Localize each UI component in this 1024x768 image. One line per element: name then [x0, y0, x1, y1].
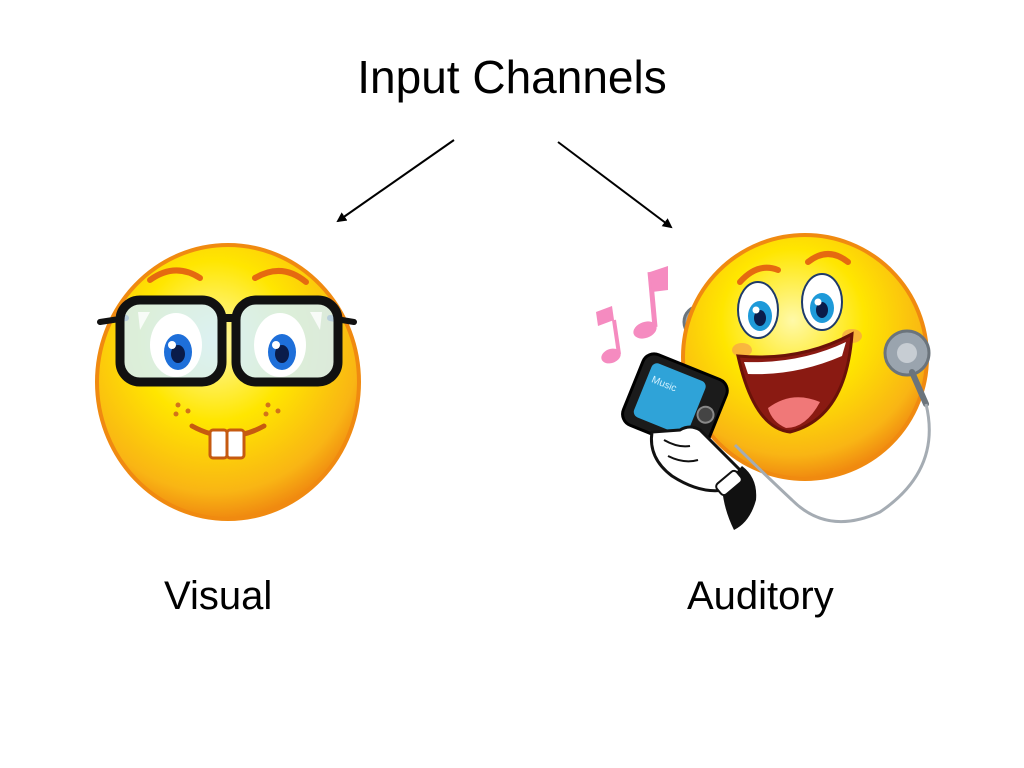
diagram-title: Input Channels — [357, 51, 667, 103]
nerd-smiley-with-glasses-icon — [95, 243, 361, 521]
arrow-to-visual — [336, 139, 455, 223]
smiley-with-headphones-and-music-player-icon: Music — [596, 233, 931, 530]
music-player-icon: Music — [621, 352, 729, 453]
music-note-icon — [596, 306, 621, 364]
branch-label-auditory: Auditory — [687, 574, 834, 618]
branch-label-visual: Visual — [164, 574, 273, 618]
gloved-hand-icon — [649, 425, 757, 530]
arrow-to-auditory — [557, 141, 673, 229]
music-note-icon — [633, 266, 668, 339]
